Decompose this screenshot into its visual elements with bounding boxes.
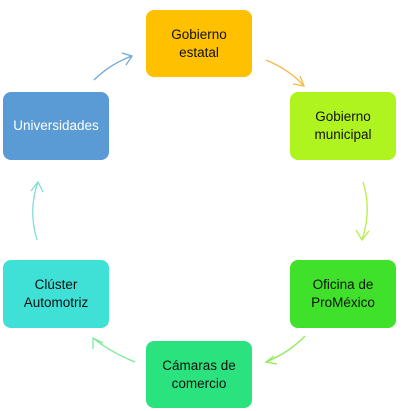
arrowhead-camaras-to-cluster (92, 336, 104, 349)
arrowhead-universidades-to-estatal (121, 52, 134, 66)
arrow-municipal-to-promexico (361, 181, 368, 241)
arrowhead-municipal-to-promexico (355, 229, 370, 242)
arrow-universidades-to-estatal (93, 55, 133, 81)
node-label-universidades: Universidades (13, 118, 99, 134)
arrowhead-estatal-to-municipal (292, 75, 306, 87)
arrowhead-promexico-to-camaras (264, 355, 278, 365)
arrow-cluster-to-universidades (32, 181, 39, 241)
arrow-camaras-to-cluster (92, 337, 136, 363)
node-universidades: Universidades (3, 92, 109, 160)
arrowhead-cluster-to-universidades (30, 180, 44, 193)
arrow-promexico-to-camaras (265, 335, 306, 363)
arrow-estatal-to-municipal (265, 59, 305, 87)
